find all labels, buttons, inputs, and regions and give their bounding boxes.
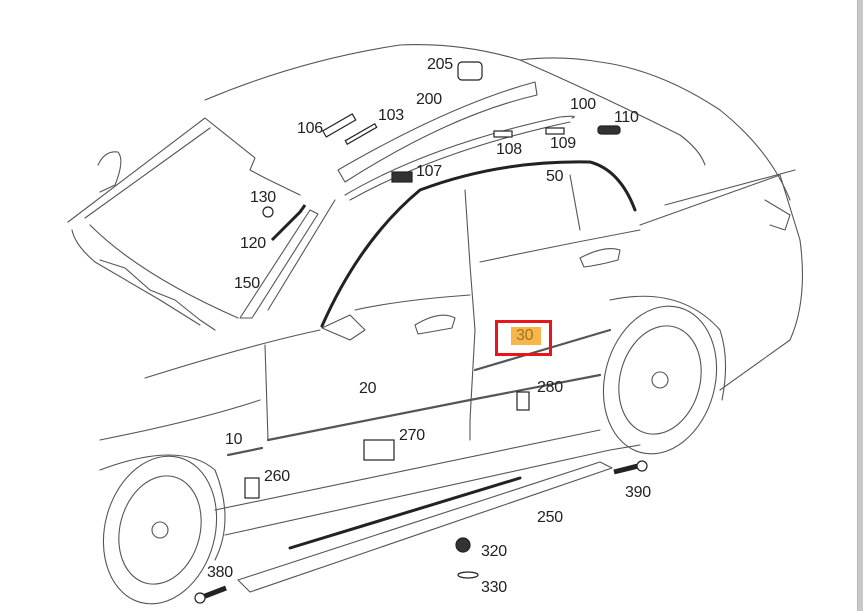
part-label-250[interactable]: 250	[537, 509, 563, 526]
fender-molding-10	[226, 446, 264, 457]
selected-part-frame	[495, 320, 552, 356]
rear-wheel-rim	[618, 325, 702, 435]
part-280-icon	[516, 391, 530, 411]
door-molding-20	[266, 373, 602, 442]
part-label-108[interactable]: 108	[496, 141, 522, 158]
part-120-icon	[270, 204, 307, 242]
roof-outline	[204, 44, 791, 201]
part-label-260[interactable]: 260	[264, 468, 290, 485]
front-wheel-rim	[118, 475, 202, 585]
part-label-320[interactable]: 320	[481, 543, 507, 560]
part-label-103[interactable]: 103	[378, 107, 404, 124]
mirror-left	[97, 151, 122, 193]
part-label-120[interactable]: 120	[240, 235, 266, 252]
part-label-107[interactable]: 107	[416, 163, 442, 180]
roof-rail-100	[344, 115, 575, 196]
roof-rear-line	[519, 59, 706, 166]
part-label-106[interactable]: 106	[297, 120, 323, 137]
door-frame-seal	[320, 160, 637, 328]
part-label-30[interactable]: 30	[516, 327, 534, 344]
part-label-130[interactable]: 130	[250, 189, 276, 206]
sill-panel	[237, 461, 613, 593]
wiper-arm-left	[71, 229, 201, 326]
part-330-icon	[457, 571, 479, 579]
part-108-icon	[493, 130, 513, 138]
part-390-icon	[613, 463, 639, 475]
part-label-205[interactable]: 205	[427, 56, 453, 73]
part-label-50[interactable]: 50	[546, 168, 564, 185]
part-label-390[interactable]: 390	[625, 484, 651, 501]
part-label-380[interactable]: 380	[207, 564, 233, 581]
part-270-icon	[363, 439, 395, 461]
part-390-head-icon	[636, 460, 648, 472]
part-label-150[interactable]: 150	[234, 275, 260, 292]
part-107-icon	[391, 171, 413, 183]
front-wheel-hub	[151, 521, 169, 539]
vertical-scrollbar[interactable]	[857, 0, 863, 611]
part-label-200[interactable]: 200	[416, 91, 442, 108]
wiper-arm-right	[99, 259, 216, 331]
part-label-10[interactable]: 10	[225, 431, 243, 448]
side-mirror	[321, 314, 366, 341]
part-109-icon	[545, 127, 565, 135]
a-pillar-trim	[239, 209, 319, 319]
part-205-clip-icon	[457, 61, 483, 81]
part-label-109[interactable]: 109	[550, 135, 576, 152]
part-label-280[interactable]: 280	[537, 379, 563, 396]
part-103-icon	[344, 122, 378, 146]
rear-wheel-hub	[651, 371, 669, 389]
rear-door-handle	[579, 248, 621, 268]
part-106-icon	[321, 113, 357, 138]
part-label-270[interactable]: 270	[399, 427, 425, 444]
front-wheel-arch	[99, 454, 226, 561]
part-130-icon	[262, 206, 274, 218]
a-door-front-edge	[264, 344, 269, 441]
part-320-nut-icon	[455, 537, 471, 553]
part-label-100[interactable]: 100	[570, 96, 596, 113]
part-label-20[interactable]: 20	[359, 380, 377, 397]
b-pillar-line	[464, 189, 476, 441]
tail-light	[764, 199, 791, 231]
rear-quarter	[639, 174, 803, 391]
windshield-frame	[67, 117, 301, 223]
part-380-head-icon	[194, 592, 206, 604]
roof-rail-200	[337, 81, 538, 183]
part-label-110[interactable]: 110	[614, 109, 639, 126]
part-260-icon	[244, 477, 260, 499]
door-molding-30	[473, 328, 612, 372]
part-110-icon	[597, 125, 621, 135]
rear-wheel-tire	[602, 305, 718, 455]
part-label-330[interactable]: 330	[481, 579, 507, 596]
selected-part-highlight	[511, 327, 541, 345]
front-door-handle	[414, 314, 456, 335]
front-wheel-tire	[102, 455, 218, 605]
rear-wheel-arch	[609, 295, 727, 401]
